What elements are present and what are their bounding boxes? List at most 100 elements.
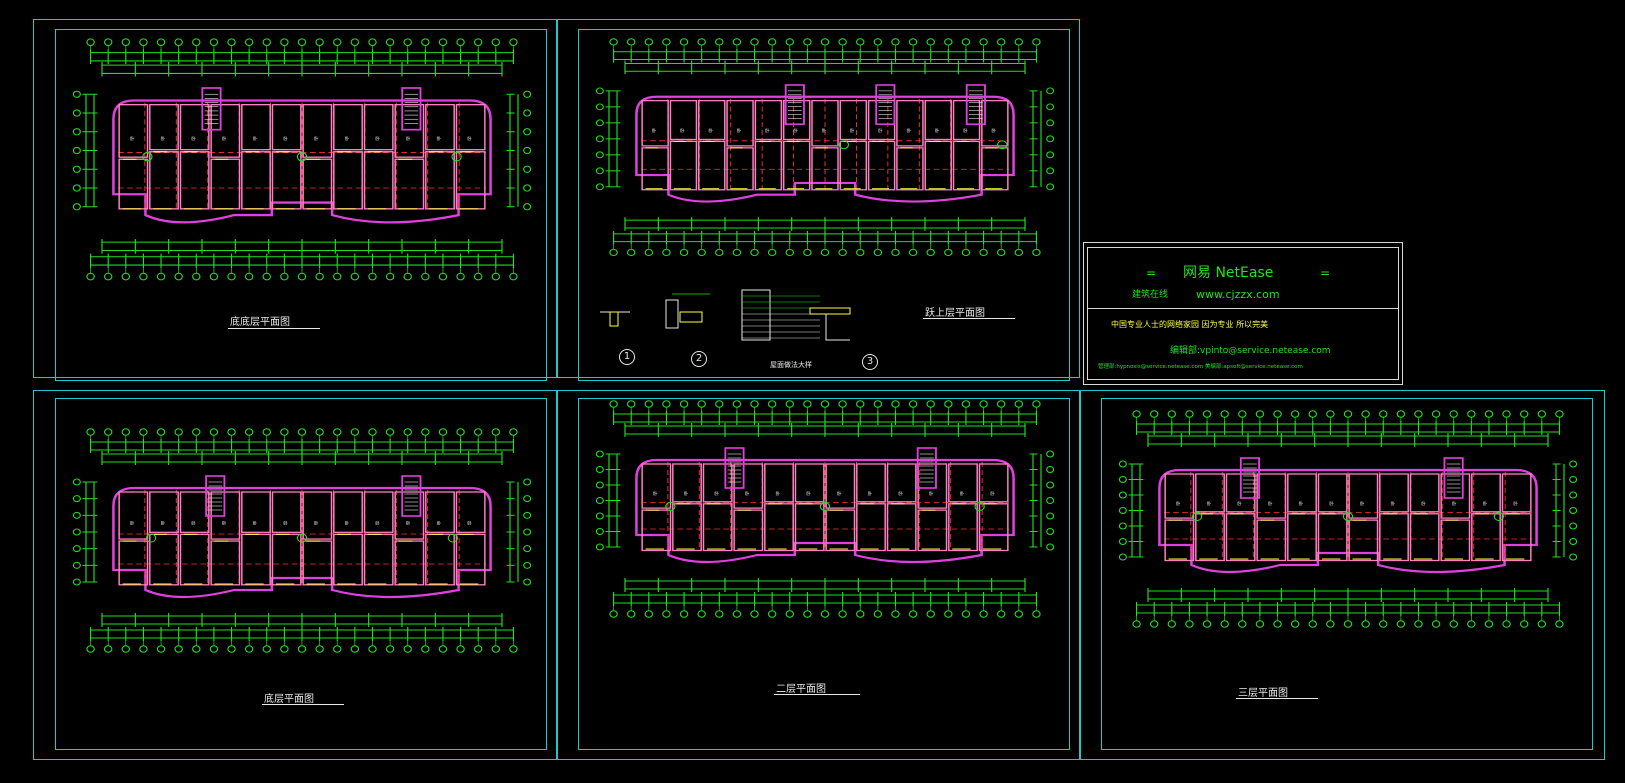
- axis-bubble: [626, 38, 636, 46]
- room-wall: [948, 463, 978, 503]
- room-label: 卧: [776, 490, 781, 497]
- axis-bubble: [227, 428, 236, 436]
- axis-bubble: [1167, 620, 1177, 628]
- axis-bubble: [1555, 620, 1564, 628]
- room-wall: [149, 151, 179, 210]
- stair-well: [401, 87, 422, 131]
- axis-bubble: [697, 38, 706, 46]
- axis-bubble: [174, 645, 183, 653]
- site-url[interactable]: www.cjzzx.com: [1196, 288, 1280, 301]
- axis-bubble: [72, 165, 81, 173]
- room-wall: [179, 103, 210, 151]
- axis-bubble: [679, 38, 689, 46]
- axis-bubble: [523, 203, 532, 211]
- bath-fixture: [142, 152, 153, 162]
- room-label: 卧: [1299, 500, 1304, 507]
- axis-bubble: [174, 428, 183, 436]
- room-wall: [886, 503, 917, 552]
- room-wall: [1409, 473, 1440, 513]
- sheet-frame-bottom-middle: [557, 390, 1080, 760]
- room-wall: [394, 540, 425, 586]
- axis-bubble: [1046, 466, 1055, 473]
- netease-logo: 网易 NetEase: [1183, 265, 1274, 281]
- title-left-mark: =: [1146, 266, 1157, 280]
- floor-plan-third[interactable]: 卧卧卧卧卧卧卧卧卧卧卧卧: [1108, 405, 1588, 645]
- axis-bubble: [139, 272, 148, 281]
- room-label: 卧: [652, 127, 657, 133]
- axis-bubble: [192, 428, 201, 436]
- axis-bubble: [715, 248, 724, 257]
- axis-bubble: [280, 38, 289, 47]
- room-wall: [1409, 513, 1440, 562]
- room-wall: [1440, 519, 1471, 562]
- sheet-frame-bottom-right: [1080, 390, 1605, 760]
- axis-bubble: [315, 428, 324, 436]
- editor-email[interactable]: 编辑部:vpinto@service.netease.com: [1170, 346, 1331, 356]
- axis-bubble: [121, 428, 131, 436]
- floor-plan-ground[interactable]: 卧卧卧卧卧卧卧卧卧卧卧卧: [62, 428, 542, 670]
- axis-bubble: [1202, 620, 1212, 628]
- axis-bubble: [456, 428, 465, 436]
- room-wall: [241, 151, 271, 210]
- axis-bubble: [86, 38, 95, 47]
- room-label: 卧: [878, 127, 883, 133]
- room-wall: [754, 100, 783, 141]
- room-wall: [302, 103, 333, 158]
- axis-bubble: [732, 610, 742, 618]
- axis-bubble: [280, 645, 289, 653]
- stair-well: [201, 87, 222, 131]
- room-wall: [924, 100, 952, 141]
- axis-bubble: [767, 610, 777, 618]
- room-wall: [764, 463, 794, 503]
- room-label: 卧: [868, 490, 873, 497]
- axis-bubble: [1046, 103, 1055, 111]
- axis-bubble: [626, 610, 636, 618]
- title-right-mark: =: [1320, 266, 1331, 280]
- detail-line: [825, 314, 850, 341]
- room-label: 卧: [253, 135, 258, 142]
- axis-bubble: [1220, 620, 1229, 628]
- axis-bubble: [523, 578, 532, 586]
- axis-bubble: [72, 511, 81, 519]
- room-wall: [271, 491, 302, 533]
- room-wall: [672, 463, 702, 503]
- room-wall: [917, 463, 948, 509]
- drawing-border-semi-basement: [55, 29, 547, 381]
- room-wall: [149, 103, 179, 151]
- axis-bubble: [523, 528, 532, 536]
- axis-bubble: [103, 272, 113, 281]
- axis-bubble: [456, 272, 465, 281]
- room-label: 卧: [1452, 500, 1457, 507]
- room-label: 卧: [837, 490, 842, 497]
- room-wall: [149, 533, 179, 586]
- room-wall: [394, 158, 425, 210]
- axis-bubble: [1502, 410, 1511, 418]
- construction-details[interactable]: [600, 289, 900, 360]
- axis-bubble: [403, 38, 412, 47]
- floor-plan-second[interactable]: 卧卧卧卧卧卧卧卧卧卧卧卧: [585, 400, 1065, 645]
- room-wall: [179, 491, 210, 533]
- axis-bubble: [1202, 410, 1212, 418]
- axis-bubble: [1046, 135, 1055, 143]
- room-label: 卧: [1360, 500, 1365, 507]
- axis-bubble: [333, 645, 342, 653]
- room-wall: [1225, 513, 1256, 562]
- axis-bubble: [944, 38, 953, 46]
- axis-bubble: [1326, 410, 1335, 418]
- floor-plan-upper-floor[interactable]: 卧卧卧卧卧卧卧卧卧卧卧卧卧: [585, 38, 1065, 273]
- floor-plan-semi-basement[interactable]: 卧卧卧卧卧卧卧卧卧卧卧卧: [62, 38, 542, 288]
- axis-bubble: [523, 90, 532, 98]
- room-wall: [363, 103, 394, 151]
- room-wall: [179, 533, 210, 586]
- bath-fixture: [1493, 512, 1504, 521]
- room-label: 卧: [437, 135, 442, 142]
- axis-bubble: [421, 645, 430, 653]
- axis-bubble: [227, 38, 236, 47]
- axis-bubble: [509, 272, 518, 281]
- axis-bubble: [297, 645, 307, 653]
- axis-bubble: [86, 645, 95, 653]
- room-wall: [455, 103, 486, 151]
- axis-bubble: [297, 272, 307, 281]
- axis-bubble: [1361, 620, 1370, 628]
